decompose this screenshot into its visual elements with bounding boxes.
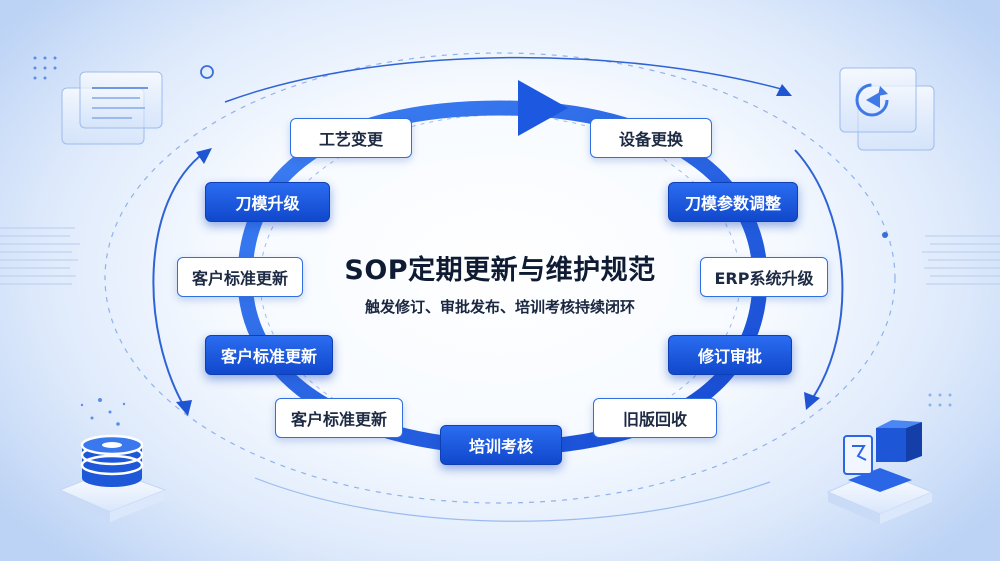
outer-arc-left-arrowhead-bottom <box>176 400 192 416</box>
diagram-title: SOP定期更新与维护规范 <box>344 255 656 286</box>
node-old-version-recall[interactable]: 旧版回收 <box>593 398 717 438</box>
outer-arc-top-arrowhead <box>776 84 792 96</box>
node-equipment-replacement[interactable]: 设备更换 <box>590 118 712 158</box>
outer-dashed-orbit <box>104 52 896 504</box>
decor-dot-right <box>882 232 888 238</box>
database-icon <box>58 434 167 522</box>
left-stripe-lines <box>0 227 80 285</box>
main-cycle-arrowhead <box>518 80 568 136</box>
node-revision-approval[interactable]: 修订审批 <box>668 335 792 375</box>
node-die-upgrade[interactable]: 刀模升级 <box>205 182 330 222</box>
node-erp-upgrade[interactable]: ERP系统升级 <box>700 257 828 297</box>
decor-dot-grid-left <box>33 56 57 80</box>
node-die-parameter-adjustment[interactable]: 刀模参数调整 <box>668 182 798 222</box>
decor-dot-grid-right <box>928 393 952 407</box>
outer-arc-right-arrowhead <box>804 392 820 410</box>
diagram-subtitle: 触发修订、审批发布、培训考核持续闭环 <box>364 298 635 316</box>
outer-arc-bottom <box>254 477 771 522</box>
node-process-change[interactable]: 工艺变更 <box>290 118 412 158</box>
cube-icon <box>826 420 934 524</box>
decor-ring-small <box>200 65 214 79</box>
node-customer-standard-update-1[interactable]: 客户标准更新 <box>177 257 303 297</box>
node-customer-standard-update-2[interactable]: 客户标准更新 <box>205 335 333 375</box>
outer-arc-top <box>224 56 786 103</box>
node-customer-standard-update-3[interactable]: 客户标准更新 <box>275 398 403 438</box>
right-stripe-lines <box>922 235 1000 285</box>
document-icon <box>61 71 163 145</box>
node-training-assessment[interactable]: 培训考核 <box>440 425 562 465</box>
decor-dot-scatter-bottom-left <box>80 398 126 426</box>
outer-arc-left <box>152 151 206 409</box>
outer-arc-left-arrowhead-top <box>196 148 212 164</box>
refresh-icon <box>839 67 935 151</box>
outer-arc-right <box>794 149 844 403</box>
